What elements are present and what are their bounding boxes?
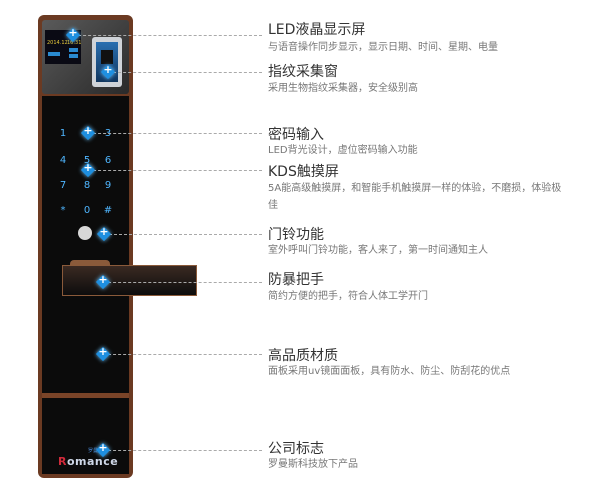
- crosshair-marker-icon: [96, 441, 110, 457]
- callout-line: [88, 170, 262, 171]
- company-logo: Romance: [58, 455, 119, 468]
- feature-desc: 与语音操作同步显示，显示日期、时间、星期、电量: [268, 42, 498, 53]
- feature-title: 高品质材质: [268, 348, 338, 364]
- keypad-key[interactable]: *: [60, 205, 66, 216]
- feature-title: KDS触摸屏: [268, 164, 339, 180]
- crosshair-marker-icon: [96, 345, 110, 361]
- crosshair-marker-icon: [81, 124, 95, 140]
- keypad-key[interactable]: 8: [83, 180, 91, 191]
- keypad-key[interactable]: 7: [59, 180, 67, 191]
- lower-panel: [42, 398, 129, 474]
- crosshair-marker-icon: [81, 161, 95, 177]
- feature-desc: 罗曼斯科技放下产品: [268, 459, 358, 470]
- feature-desc: LED背光设计，虚位密码输入功能: [268, 145, 418, 156]
- callout-line: [108, 72, 262, 73]
- keypad-key[interactable]: 6: [104, 155, 112, 166]
- crosshair-marker-icon: [97, 225, 111, 241]
- callout-line: [88, 133, 262, 134]
- keypad-key[interactable]: 4: [59, 155, 67, 166]
- doorbell-button[interactable]: [78, 226, 92, 240]
- crosshair-marker-icon: [101, 63, 115, 79]
- handle-rose: [70, 260, 110, 268]
- feature-desc: 简约方便的把手，符合人体工学开门: [268, 291, 428, 302]
- feature-desc: 室外呼叫门铃功能，客人来了，第一时间通知主人: [268, 245, 488, 256]
- feature-desc: 面板采用uv镜面面板，具有防水、防尘、防刮花的优点: [268, 366, 511, 377]
- panel-divider: [42, 393, 129, 398]
- crosshair-marker-icon: [96, 273, 110, 289]
- keypad-key[interactable]: 0: [83, 205, 91, 216]
- feature-title: 密码输入: [268, 127, 324, 143]
- feature-title: 门铃功能: [268, 227, 324, 243]
- callout-line: [103, 282, 262, 283]
- keypad-key[interactable]: 9: [104, 180, 112, 191]
- led-screen: 2014.12 16:31: [45, 30, 81, 64]
- touch-panel: [42, 96, 129, 393]
- feature-title: 防暴把手: [268, 272, 324, 288]
- keypad-key[interactable]: 1: [59, 128, 67, 139]
- callout-line: [103, 450, 262, 451]
- keypad-key[interactable]: #: [103, 205, 113, 216]
- feature-title: 公司标志: [268, 441, 324, 457]
- callout-line: [103, 354, 262, 355]
- lock-handle[interactable]: [62, 265, 197, 296]
- feature-desc: 5A能高级触摸屏，和智能手机触摸屏一样的体验，不磨损，体验极佳: [268, 183, 562, 211]
- callout-line: [104, 234, 262, 235]
- crosshair-marker-icon: [66, 26, 80, 42]
- feature-title: LED液晶显示屏: [268, 22, 366, 38]
- screen-time: 16:31: [67, 40, 82, 46]
- feature-desc: 采用生物指纹采集器，安全级别高: [268, 83, 418, 94]
- feature-title: 指纹采集窗: [268, 64, 338, 80]
- callout-line: [73, 35, 262, 36]
- screen-date: 2014.12: [47, 40, 68, 46]
